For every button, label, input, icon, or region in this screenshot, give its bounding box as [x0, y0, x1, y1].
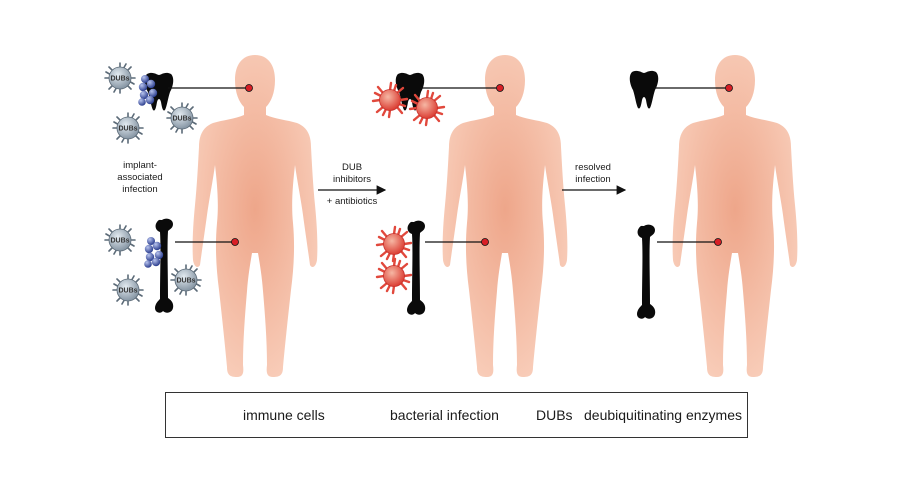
immune-cell-red	[375, 257, 413, 295]
dub-cell: DUBs	[170, 264, 202, 296]
svg-text:DUBs: DUBs	[118, 288, 137, 295]
site-marker	[231, 238, 239, 246]
panel1-label: implant- associated infection	[117, 160, 163, 195]
human-body-3	[672, 55, 798, 377]
immune-cell-red	[371, 81, 409, 119]
site-marker	[714, 238, 722, 246]
immune-cell-red	[408, 89, 446, 127]
immune-cell-red	[375, 225, 413, 263]
human-body-2	[442, 55, 568, 377]
dub-cell: DUBs	[112, 274, 144, 306]
dub-cell: DUBs	[112, 112, 144, 144]
site-marker	[481, 238, 489, 246]
svg-text:DUBs: DUBs	[110, 76, 129, 83]
svg-text:DUBs: DUBs	[176, 278, 195, 285]
dub-cell: DUBs	[104, 224, 136, 256]
tooth-icon	[629, 70, 659, 109]
bacteria-icon	[144, 237, 164, 268]
arrow1-bottom-label: + antibiotics	[326, 196, 378, 207]
svg-text:DUBs: DUBs	[118, 126, 137, 133]
dub-cell: DUBs	[104, 62, 136, 94]
bone-icon	[637, 224, 656, 319]
svg-text:DUBs: DUBs	[110, 238, 129, 245]
legend-dubs-abbrev: DUBs	[536, 407, 573, 423]
legend-dubs-full: deubiquitinating enzymes	[584, 407, 742, 423]
dub-cell: DUBs	[166, 102, 198, 134]
legend-box: immune cells bacterial infection DUBs de…	[165, 392, 748, 438]
site-marker	[245, 84, 253, 92]
human-body-1	[192, 55, 318, 377]
arrow2-top-label: resolved infection	[575, 162, 611, 185]
site-marker	[725, 84, 733, 92]
bone-icon	[407, 220, 426, 315]
legend-immune-cells-label: immune cells	[243, 407, 325, 423]
arrow1-top-label: DUB inhibitors	[332, 162, 372, 185]
site-marker	[496, 84, 504, 92]
legend-bacterial-infection-label: bacterial infection	[390, 407, 499, 423]
svg-text:DUBs: DUBs	[172, 116, 191, 123]
